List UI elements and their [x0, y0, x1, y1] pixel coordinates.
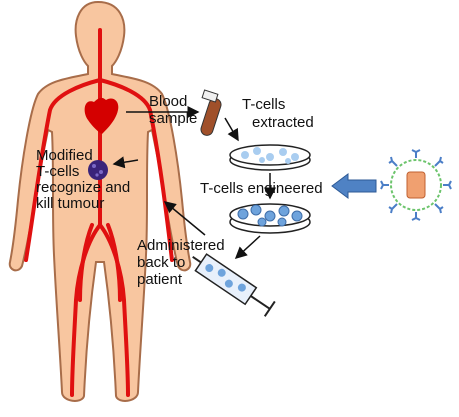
arrow-to-dish	[224, 117, 239, 142]
arrow-to-body	[163, 201, 206, 236]
engineered-dish	[229, 203, 311, 234]
label-tcells-engineered: T-cells engineered	[200, 180, 323, 197]
petri-dish	[229, 144, 311, 171]
heart	[84, 97, 119, 134]
label-mod-tcells: T-cells	[36, 163, 80, 180]
label-tcells: T-cells	[242, 96, 286, 113]
arrows	[112, 106, 276, 260]
big-blue-arrow	[331, 173, 377, 199]
label-recognize: recognize and	[36, 179, 131, 196]
engineered-t-cell-icon	[380, 149, 452, 221]
arrow-to-tumour	[112, 156, 139, 169]
label-patient: patient	[137, 271, 183, 288]
tumour	[88, 160, 108, 180]
label-sample: sample	[149, 110, 198, 127]
syringe	[192, 253, 276, 317]
blood-tube	[200, 89, 222, 136]
label-back-to: back to	[137, 254, 186, 271]
label-extracted: extracted	[252, 114, 314, 131]
arrow-to-syringe	[234, 235, 261, 260]
label-modified: Modified	[36, 147, 93, 164]
label-blood: Blood	[149, 93, 188, 110]
label-administered: Administered	[137, 237, 225, 254]
label-kill-tumour: kill tumour	[36, 195, 105, 212]
